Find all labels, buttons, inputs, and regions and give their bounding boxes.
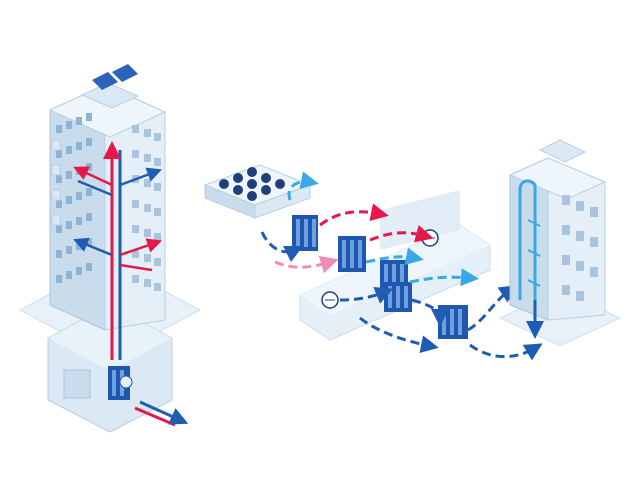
pump-icon bbox=[321, 291, 339, 309]
pump-icon bbox=[421, 229, 439, 247]
cold-flow-1 bbox=[339, 286, 394, 304]
dry-cooler-icon bbox=[203, 164, 312, 219]
hot-flow-2 bbox=[369, 224, 434, 243]
tower-windows-right bbox=[132, 125, 161, 291]
heat-exchanger-5 bbox=[438, 305, 468, 339]
tall-tower-building bbox=[18, 64, 202, 433]
building-riser-loop bbox=[518, 179, 537, 300]
cold-flow-2 bbox=[411, 298, 449, 327]
hot-flow-1 bbox=[319, 203, 389, 227]
building-windows bbox=[562, 195, 598, 301]
building-supply-flow bbox=[467, 285, 518, 332]
cold-flow-3 bbox=[359, 316, 439, 354]
heat-exchanger-4 bbox=[384, 282, 412, 312]
return-outlet-pipe bbox=[139, 400, 189, 425]
cooler-supply-flow bbox=[260, 231, 304, 263]
cool-flow-1 bbox=[365, 247, 424, 266]
mid-rise-building bbox=[498, 139, 622, 347]
solar-panel-icon bbox=[92, 72, 118, 90]
basement-tank bbox=[63, 369, 91, 399]
building-return-flow bbox=[469, 343, 543, 361]
basement-pump-icon bbox=[119, 375, 133, 389]
heat-exchanger-2 bbox=[338, 236, 366, 272]
cool-flow-2 bbox=[409, 268, 479, 287]
solar-panel-icon bbox=[112, 64, 138, 82]
heat-exchanger-1 bbox=[292, 215, 318, 251]
warm-flow-1 bbox=[274, 255, 339, 274]
cooler-return-flow bbox=[287, 171, 319, 201]
